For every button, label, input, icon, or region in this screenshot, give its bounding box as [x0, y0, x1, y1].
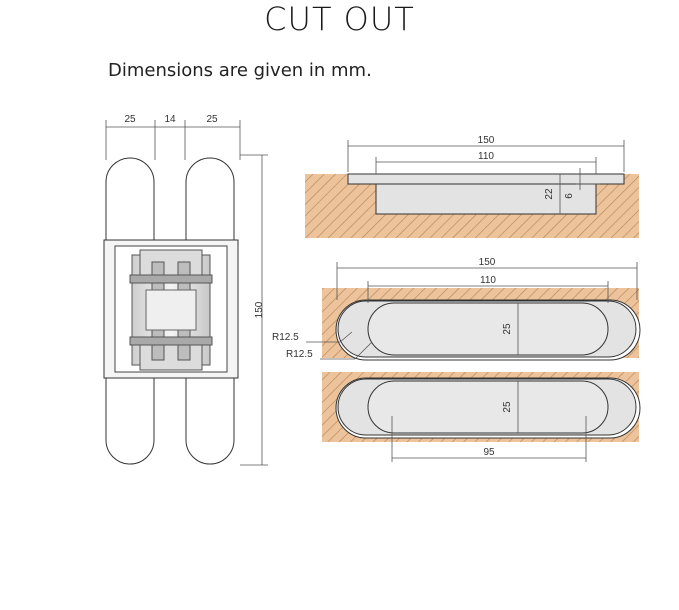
page-title: CUT OUT [264, 0, 415, 38]
top1-inner-dim: 110 [480, 275, 496, 286]
top-view-two: 25 95 [322, 372, 641, 462]
section-outer-dim: 150 [478, 135, 495, 146]
top-view-one: 150 110 25 R12.5 R12.5 [272, 257, 641, 361]
hinge-height-dim: 150 [254, 301, 265, 318]
hinge-dim-right: 25 [206, 114, 218, 125]
top1-radius-inner: R12.5 [286, 349, 313, 360]
section-depth-dim: 22 [544, 188, 555, 200]
section-view: 150 110 22 6 [305, 135, 639, 238]
top2-width-dim: 25 [502, 401, 513, 413]
top2-spacing-dim: 95 [483, 447, 495, 458]
top1-radius-outer: R12.5 [272, 332, 299, 343]
hinge-drawing: 25 14 25 150 [103, 114, 268, 466]
section-lip-dim: 6 [564, 193, 575, 199]
hinge-dim-middle: 14 [164, 114, 176, 125]
top1-width-dim: 25 [502, 323, 513, 335]
page-subtitle: Dimensions are given in mm. [108, 60, 372, 81]
section-inner-dim: 110 [478, 151, 494, 162]
top1-outer-dim: 150 [479, 257, 496, 268]
hinge-dim-left: 25 [124, 114, 136, 125]
